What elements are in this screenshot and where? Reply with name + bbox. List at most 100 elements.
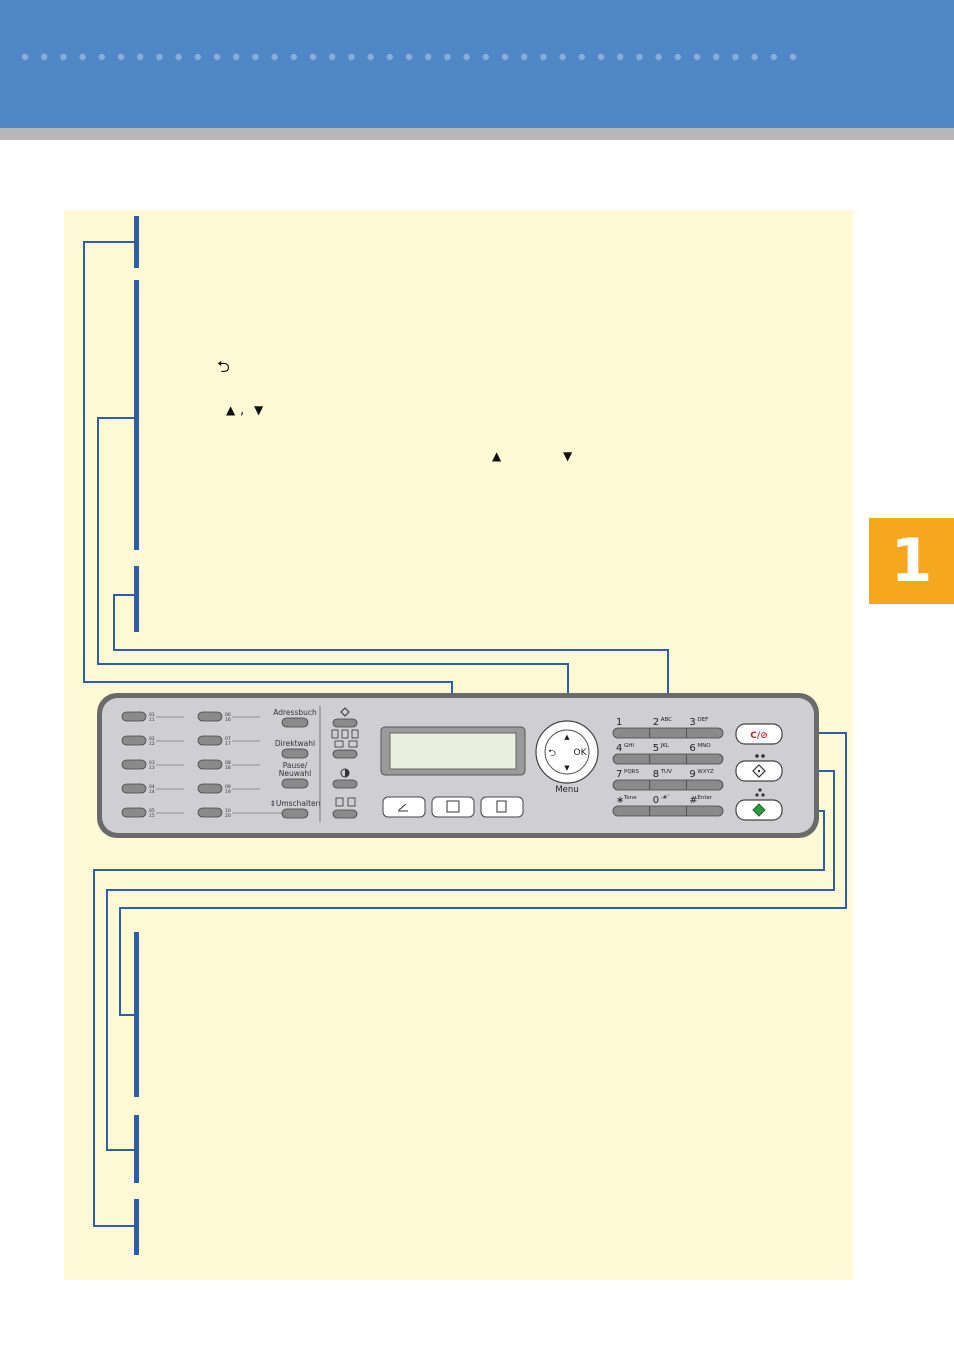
header-dot: [405, 53, 413, 61]
clear-stop-button[interactable]: [735, 723, 783, 745]
speed-dial-button[interactable]: [121, 735, 147, 746]
header-dot: [751, 53, 758, 61]
header-dot: [252, 53, 259, 61]
direct-dial-label: Direktwahl: [275, 739, 315, 748]
speed-dial-button[interactable]: [197, 735, 223, 746]
speed-dial-number: 07: [225, 736, 231, 742]
nav-escape-icon[interactable]: ⮌: [548, 748, 556, 759]
speed-dial-button[interactable]: [197, 783, 223, 794]
copy-icon: [446, 800, 460, 813]
layout-icon-c: [351, 729, 359, 739]
mode-buttons: [331, 707, 359, 819]
keypad-digit: 6: [689, 743, 695, 754]
duplex-icon-a: [335, 797, 344, 807]
header-dot: [559, 53, 566, 61]
speed-dial-shift-number: 20: [225, 813, 231, 819]
header-dot: [271, 53, 278, 61]
keypad-digit: 9: [689, 769, 695, 780]
keypad-letters: Tone: [623, 795, 637, 801]
density-button[interactable]: [332, 779, 358, 789]
eco-button[interactable]: [332, 718, 358, 728]
keypad-key[interactable]: [686, 728, 723, 738]
bw-indicator-dot-2: [761, 754, 765, 758]
keypad-key[interactable]: [686, 754, 723, 764]
shift-label: ⇕Umschalten: [270, 799, 321, 808]
speed-dial-button[interactable]: [121, 759, 147, 770]
keypad-digit: 8: [653, 769, 659, 780]
header-dot: [41, 53, 48, 61]
layout-button[interactable]: [332, 749, 358, 759]
header-dot: [674, 53, 681, 61]
clear-stop-label: C/⊘: [750, 731, 767, 741]
speed-dial-button[interactable]: [121, 783, 147, 794]
header-dot: [60, 53, 67, 61]
keypad-letters: DEF: [697, 717, 708, 723]
keypad-key[interactable]: [650, 806, 687, 816]
header-band: [0, 0, 954, 128]
speed-dial-shift-number: 19: [225, 789, 231, 795]
header-dot: [137, 53, 144, 61]
speed-dial-button[interactable]: [197, 807, 223, 818]
header-dot: [789, 53, 797, 61]
scanner-mode-key[interactable]: [382, 796, 426, 818]
speed-dial-shift-number: 13: [149, 765, 155, 771]
layout-icon-e: [348, 740, 358, 748]
nav-up-icon[interactable]: ▲: [564, 733, 570, 741]
callout-bw-start: [106, 770, 835, 1151]
keypad-key[interactable]: [650, 780, 687, 790]
keypad-letters: GHI: [624, 743, 634, 749]
fax-mode-key[interactable]: [480, 796, 524, 818]
keypad-key[interactable]: [650, 728, 687, 738]
keypad-row-bar: [612, 779, 724, 791]
header-dot: [117, 53, 125, 61]
keypad-digit: 0: [653, 795, 659, 806]
section-bars: [134, 216, 139, 1255]
speed-dial-button[interactable]: [121, 807, 147, 818]
header-dot: [156, 53, 163, 61]
up-arrow-icon: ▲: [226, 403, 236, 417]
callout-keypad: [113, 594, 669, 706]
header-dot: [309, 53, 317, 61]
color-indicator-dot-3: [761, 793, 765, 797]
duplex-button[interactable]: [332, 809, 358, 819]
header-dot: [482, 53, 489, 61]
keypad-digit: 5: [653, 743, 659, 754]
keypad-letters: -#˜: [661, 795, 671, 801]
pause-redial-button[interactable]: [281, 778, 309, 789]
speed-dial-shift-number: 14: [149, 789, 155, 795]
speed-dial-shift-number: 12: [149, 741, 155, 747]
down-arrow-icon-2: ▼: [563, 449, 573, 463]
direct-dial-button[interactable]: [281, 748, 309, 759]
menu-label: Menu: [555, 785, 578, 795]
speed-dial-shift-number: 17: [225, 741, 231, 747]
section-bar-3: [134, 566, 139, 632]
copy-mode-key[interactable]: [431, 796, 475, 818]
callout-color-start: [93, 810, 825, 1227]
keypad-key[interactable]: [613, 754, 650, 764]
keypad-digit: 7: [616, 769, 622, 780]
address-book-button[interactable]: [281, 717, 309, 728]
keypad-key[interactable]: [613, 806, 650, 816]
section-bar-5: [134, 1115, 139, 1183]
address-book-label: Adressbuch: [273, 708, 317, 717]
keypad-key[interactable]: [686, 806, 723, 816]
keypad-key[interactable]: [650, 754, 687, 764]
shift-button[interactable]: [281, 808, 309, 819]
keypad-digit: ∗: [616, 795, 624, 806]
nav-down-icon[interactable]: ▼: [564, 764, 570, 772]
keypad-key[interactable]: [686, 780, 723, 790]
speed-dial-number: 06: [225, 712, 231, 718]
keypad-key[interactable]: [613, 728, 650, 738]
color-indicator-dot-2: [755, 793, 759, 797]
keypad-key[interactable]: [613, 780, 650, 790]
ok-key[interactable]: OK: [574, 748, 588, 758]
speed-dial-button[interactable]: [197, 711, 223, 722]
speed-dial-number: 03: [149, 760, 155, 766]
speed-dial-button[interactable]: [121, 711, 147, 722]
speed-dial-button[interactable]: [197, 759, 223, 770]
down-arrow-icon: ▼: [254, 403, 264, 417]
eco-icon: [340, 707, 350, 717]
